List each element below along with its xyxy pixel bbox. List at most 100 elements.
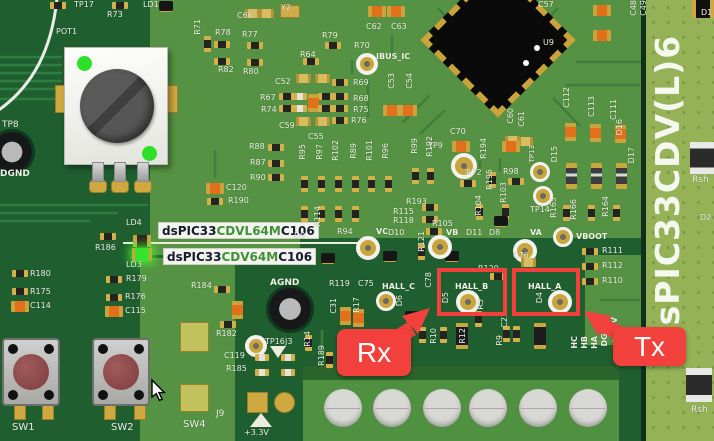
component-cv bbox=[589, 124, 601, 142]
silkscreen-label--3-3v: +3.3V bbox=[244, 428, 269, 437]
component-r bbox=[247, 58, 263, 66]
component-wd bbox=[534, 45, 540, 51]
component-cv bbox=[231, 301, 243, 319]
sw4-pad-top bbox=[180, 322, 209, 352]
silkscreen-label-ld3: LD3 bbox=[126, 260, 142, 269]
silkscreen-label-c57: C57 bbox=[538, 0, 554, 9]
component-ring bbox=[530, 162, 550, 182]
component-r bbox=[220, 320, 236, 328]
component-ring bbox=[428, 235, 452, 259]
silkscreen-label-r96: R96 bbox=[381, 143, 390, 159]
component-r bbox=[582, 262, 598, 270]
device-label-segment: CDVL64M bbox=[216, 224, 281, 238]
component-led0 bbox=[133, 235, 151, 247]
silkscreen-label-r103: R103 bbox=[499, 182, 508, 203]
component-rv bbox=[439, 327, 447, 343]
board-edge-gap bbox=[641, 0, 646, 441]
component-rv bbox=[512, 326, 520, 342]
component-r bbox=[508, 177, 524, 185]
component-rv bbox=[334, 206, 342, 222]
silkscreen-label-r90: R90 bbox=[250, 173, 266, 182]
silkscreen-label-r115: R115 bbox=[393, 207, 414, 216]
component-r bbox=[100, 232, 116, 240]
silkscreen-label-r80: R80 bbox=[243, 67, 259, 76]
silkscreen-label-rsh: Rsh bbox=[691, 405, 708, 415]
silkscreen-label-c112: C112 bbox=[562, 87, 571, 108]
silkscreen-label-r73: R73 bbox=[107, 10, 123, 19]
silkscreen-label-r99: R99 bbox=[410, 138, 419, 154]
terminal-screw-hole bbox=[423, 389, 461, 427]
component-rv bbox=[384, 176, 392, 192]
silkscreen-label-vc: VC bbox=[376, 227, 389, 236]
component-rv bbox=[351, 176, 359, 192]
terminal-screw-hole bbox=[324, 389, 362, 427]
component-r bbox=[247, 41, 263, 49]
silkscreen-curve bbox=[0, 0, 59, 111]
j9-square-pad bbox=[247, 392, 268, 413]
component-r bbox=[207, 197, 223, 205]
component-cv bbox=[564, 123, 576, 141]
silkscreen-label-tp14: TP14 bbox=[530, 205, 550, 214]
component-ct bbox=[295, 73, 311, 83]
silkscreen-label-r189: R189 bbox=[317, 345, 326, 366]
silkscreen-label-r70: R70 bbox=[354, 41, 370, 50]
device-label-divider bbox=[123, 242, 375, 244]
j9-round-pad bbox=[274, 392, 295, 413]
silkscreen-label-va: VA bbox=[530, 228, 542, 237]
component-c bbox=[593, 4, 611, 16]
component-rv bbox=[612, 205, 620, 221]
silkscreen-label-r186: R186 bbox=[95, 243, 116, 252]
potentiometer-pot1 bbox=[64, 47, 168, 165]
silkscreen-label-r182: R182 bbox=[216, 329, 237, 338]
silkscreen-label-d6: D6 bbox=[395, 295, 404, 307]
component-cv bbox=[307, 94, 319, 112]
silkscreen-label-r77: R77 bbox=[242, 30, 258, 39]
pot-side-pad-right bbox=[167, 85, 178, 113]
silkscreen-label-j3: J3 bbox=[285, 337, 293, 346]
silkscreen-label-r114: R114 bbox=[313, 206, 322, 227]
component-c bbox=[387, 5, 405, 17]
silkscreen-label-r12: R12 bbox=[458, 328, 467, 344]
component-r bbox=[582, 277, 598, 285]
component-r bbox=[268, 143, 284, 151]
tx-annotation-label: Tx bbox=[633, 330, 666, 362]
silkscreen-label-r79: R79 bbox=[322, 31, 338, 40]
component-sot bbox=[405, 311, 419, 321]
silkscreen-label-r194: R194 bbox=[479, 138, 488, 159]
board-part-number-text: dsPIC33CDV(L)6 bbox=[648, 34, 687, 350]
silkscreen-label-ha: HA bbox=[590, 336, 599, 349]
silkscreen-label-r68: R68 bbox=[353, 94, 369, 103]
silkscreen-label-c59: C59 bbox=[279, 121, 295, 130]
component-rv bbox=[426, 168, 434, 184]
component-r bbox=[12, 287, 28, 295]
silkscreen-label-c61: C61 bbox=[517, 111, 526, 127]
silkscreen-label-r10: R10 bbox=[429, 328, 438, 344]
component-rv bbox=[203, 36, 211, 52]
silkscreen-label-r74: R74 bbox=[261, 105, 277, 114]
silkscreen-label-r76: R76 bbox=[351, 116, 367, 125]
silkscreen-label-d11: D11 bbox=[466, 228, 483, 237]
silkscreen-label-r102: R102 bbox=[331, 140, 340, 161]
component-r bbox=[214, 40, 230, 48]
silkscreen-label-r71: R71 bbox=[193, 19, 202, 35]
component-c bbox=[206, 182, 224, 194]
silkscreen-label-r64: R64 bbox=[300, 50, 316, 59]
silkscreen-label-d8: D8 bbox=[489, 228, 501, 237]
component-r bbox=[106, 275, 122, 283]
silkscreen-label-c78: C78 bbox=[424, 272, 433, 288]
silkscreen-label-r78: R78 bbox=[215, 28, 231, 37]
component-r bbox=[268, 159, 284, 167]
component-rv bbox=[587, 205, 595, 221]
silkscreen-label-ld1: LD1 bbox=[143, 0, 159, 9]
sw4-pad-bottom bbox=[180, 384, 209, 412]
silkscreen-label-c119: C119 bbox=[224, 351, 245, 360]
component-c bbox=[368, 5, 386, 17]
component-c bbox=[452, 140, 470, 152]
silkscreen-label-c62: C62 bbox=[366, 22, 382, 31]
terminal-screw-hole bbox=[469, 389, 507, 427]
component-ring bbox=[356, 53, 378, 75]
component-sotv bbox=[534, 323, 546, 349]
component-r bbox=[112, 1, 128, 9]
component-r bbox=[214, 285, 230, 293]
sw2-red-cap bbox=[103, 354, 139, 390]
